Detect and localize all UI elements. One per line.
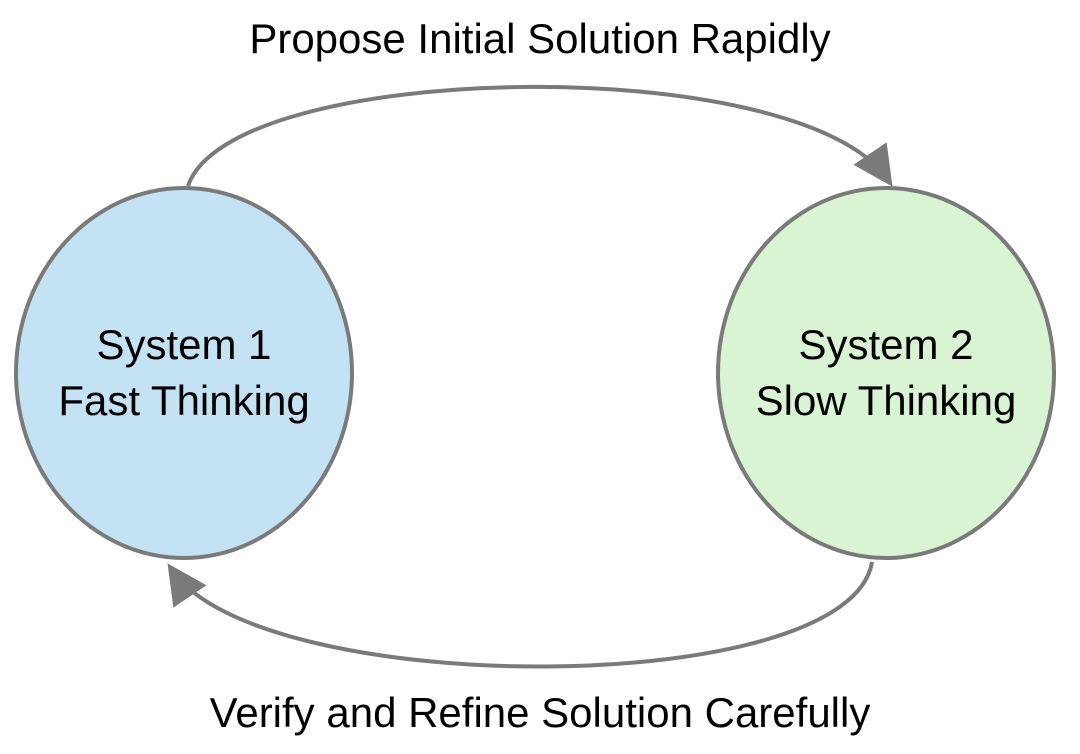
system2-title: System 2 bbox=[798, 321, 974, 368]
forward-arrow bbox=[186, 85, 893, 187]
backward-arrow-label: Verify and Refine Solution Carefully bbox=[209, 689, 871, 736]
system2-node: System 2 Slow Thinking bbox=[716, 186, 1056, 560]
system2-subtitle: Slow Thinking bbox=[755, 377, 1017, 424]
backward-arrow bbox=[167, 561, 874, 669]
system1-node: System 1 Fast Thinking bbox=[14, 186, 354, 560]
system1-title: System 1 bbox=[96, 321, 272, 368]
forward-arrow-label: Propose Initial Solution Rapidly bbox=[249, 15, 831, 62]
system1-subtitle: Fast Thinking bbox=[58, 377, 310, 424]
